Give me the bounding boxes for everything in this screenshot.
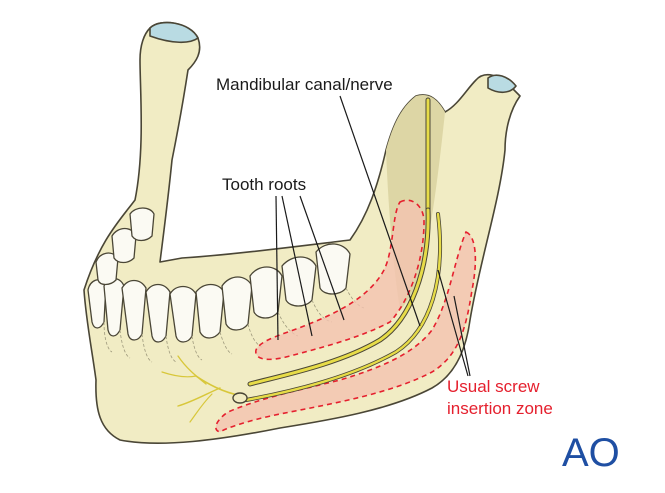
tooth (281, 256, 317, 307)
mandibular-nerve (161, 97, 443, 423)
mental-foramen (232, 392, 248, 404)
label-tooth-roots: Tooth roots (222, 175, 306, 194)
label-screw-zone-line1: Usual screw (447, 377, 540, 396)
teeth (87, 207, 351, 343)
tooth (315, 243, 351, 295)
tooth (129, 207, 155, 242)
screw-zone-lower (215, 230, 477, 433)
tooth (95, 252, 119, 286)
tooth (195, 283, 225, 339)
ao-logo: AO (562, 431, 620, 475)
tooth (221, 276, 253, 331)
label-screw-zone-line2: insertion zone (447, 399, 553, 418)
leader-lines (275, 95, 471, 377)
screw-zone-upper (255, 199, 425, 361)
label-mandibular-canal: Mandibular canal/nerve (216, 75, 393, 94)
tooth (111, 227, 137, 264)
